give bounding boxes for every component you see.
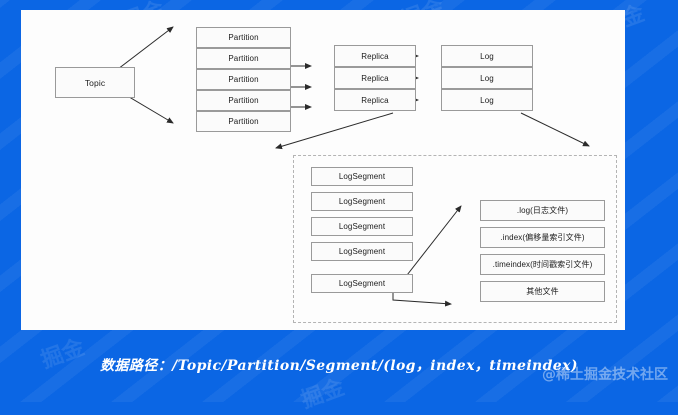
node-logsegment-2-label: LogSegment <box>338 197 386 206</box>
node-replica-3-label: Replica <box>361 95 389 105</box>
edge-log-to-segments-right <box>520 112 590 147</box>
edge-segment-to-files-bottom <box>392 293 452 307</box>
node-partition-2[interactable]: Partition <box>196 48 291 69</box>
edge-topic-partition-top <box>113 26 174 73</box>
node-replica-2[interactable]: Replica <box>334 67 416 89</box>
node-logsegment-2[interactable]: LogSegment <box>311 192 413 211</box>
node-partition-3-label: Partition <box>228 75 259 84</box>
node-file-timeindex-label: .timeindex(时间戳索引文件) <box>492 260 593 269</box>
node-partition-2-label: Partition <box>228 54 259 63</box>
node-logsegment-3-label: LogSegment <box>338 222 386 231</box>
edge-log-to-segments-left <box>275 112 394 150</box>
node-logsegment-4[interactable]: LogSegment <box>311 242 413 261</box>
node-log-3-label: Log <box>480 95 494 105</box>
node-file-other-label: 其他文件 <box>526 287 559 296</box>
node-logsegment-5[interactable]: LogSegment <box>311 274 413 293</box>
node-file-log[interactable]: .log(日志文件) <box>480 200 605 221</box>
node-log-2-label: Log <box>480 73 494 83</box>
node-log-1[interactable]: Log <box>441 45 533 67</box>
node-replica-3[interactable]: Replica <box>334 89 416 111</box>
node-replica-1[interactable]: Replica <box>334 45 416 67</box>
node-replica-1-label: Replica <box>361 51 389 61</box>
node-logsegment-4-label: LogSegment <box>338 247 386 256</box>
node-topic-label: Topic <box>84 77 106 88</box>
node-log-2[interactable]: Log <box>441 67 533 89</box>
node-file-other[interactable]: 其他文件 <box>480 281 605 302</box>
node-replica-2-label: Replica <box>361 73 389 83</box>
node-logsegment-3[interactable]: LogSegment <box>311 217 413 236</box>
node-file-index-label: .index(偏移量索引文件) <box>500 233 585 242</box>
node-partition-3[interactable]: Partition <box>196 69 291 90</box>
node-log-3[interactable]: Log <box>441 89 533 111</box>
node-partition-5-label: Partition <box>228 117 259 126</box>
node-partition-1[interactable]: Partition <box>196 27 291 48</box>
node-log-1-label: Log <box>480 51 494 61</box>
node-file-timeindex[interactable]: .timeindex(时间戳索引文件) <box>480 254 605 275</box>
node-logsegment-1[interactable]: LogSegment <box>311 167 413 186</box>
diagram-canvas: Topic Partition Partition Partition Part… <box>21 10 625 330</box>
node-logsegment-1-label: LogSegment <box>338 172 386 181</box>
node-logsegment-5-label: LogSegment <box>338 279 386 288</box>
node-partition-1-label: Partition <box>228 33 259 42</box>
node-topic[interactable]: Topic <box>55 67 135 98</box>
node-file-index[interactable]: .index(偏移量索引文件) <box>480 227 605 248</box>
log-segment-group-container <box>293 155 617 323</box>
watermark-tile-5: 掘金 <box>297 375 348 414</box>
node-partition-4[interactable]: Partition <box>196 90 291 111</box>
caption-data-path: 数据路径：/Topic/Partition/Segment/(log，index… <box>100 358 578 374</box>
node-partition-5[interactable]: Partition <box>196 111 291 132</box>
node-partition-4-label: Partition <box>228 96 259 105</box>
node-file-log-label: .log(日志文件) <box>516 206 569 215</box>
